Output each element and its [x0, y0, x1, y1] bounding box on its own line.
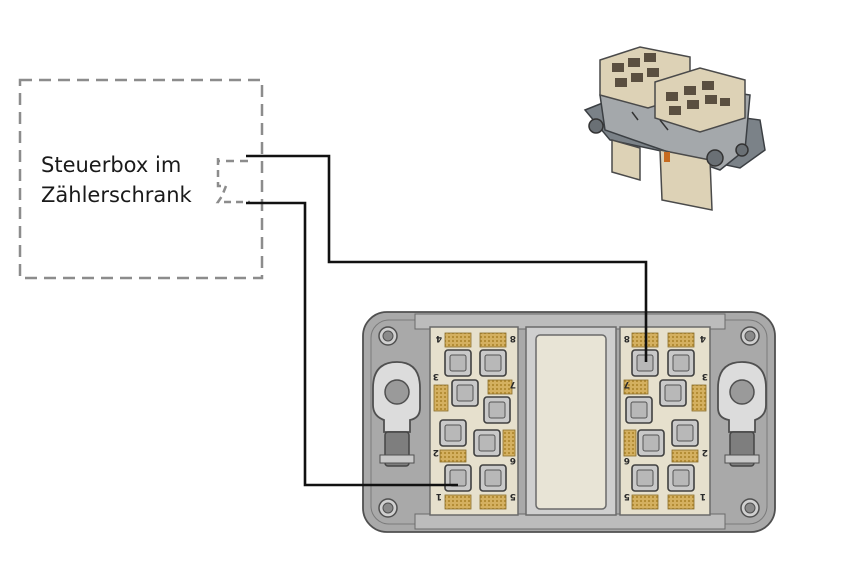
wires [246, 154, 648, 487]
pin-label: 4 [700, 333, 706, 343]
locking-lever-right [717, 361, 767, 467]
pin-label: 5 [510, 491, 516, 501]
pin-label: 3 [433, 371, 439, 381]
mounting-hole [740, 326, 760, 346]
mounting-hole [740, 498, 760, 518]
pin-label: 1 [436, 491, 442, 501]
control-box-label: Steuerbox im Zählerschrank [41, 150, 192, 210]
left-insert-contacts [433, 332, 516, 510]
pin-label: 6 [624, 455, 630, 465]
wire-to-left-pin-1 [246, 201, 458, 487]
mounting-hole [378, 498, 398, 518]
control-box-label-line1: Steuerbox im [41, 153, 182, 177]
pin-label: 2 [433, 447, 439, 457]
mounting-hole [378, 326, 398, 346]
locking-lever-left [372, 361, 421, 467]
connector-top-view: 4 8 3 7 2 6 1 5 8 4 7 3 6 2 5 1 [362, 311, 776, 533]
pin-label: 7 [624, 379, 630, 389]
pin-label: 7 [510, 379, 516, 389]
right-insert-contacts [623, 332, 707, 510]
wire-to-right-pin-8 [246, 154, 648, 362]
pin-label: 1 [700, 491, 706, 501]
control-box [18, 78, 264, 280]
pin-label: 3 [702, 371, 708, 381]
pin-label: 5 [624, 491, 630, 501]
pin-label: 2 [702, 447, 708, 457]
connector-3d-view [583, 46, 766, 211]
pin-label: 4 [436, 333, 442, 343]
pin-label: 6 [510, 455, 516, 465]
pin-label: 8 [510, 333, 516, 343]
pin-label: 8 [624, 333, 630, 343]
control-box-label-line2: Zählerschrank [41, 183, 192, 207]
